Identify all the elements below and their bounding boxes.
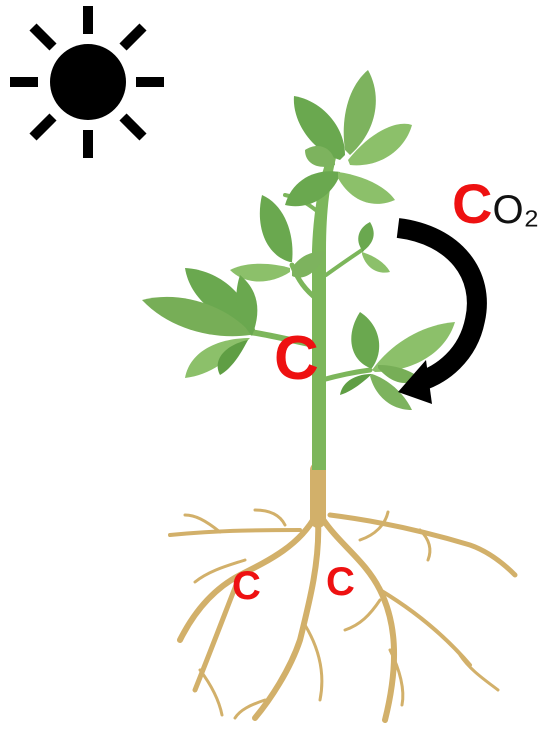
root-carbon-label-right: C [326,562,355,602]
co2-carbon-symbol: C [452,172,492,235]
stem-carbon-label: C [274,328,319,390]
sun-icon [10,6,164,158]
co2-oxygen-part: O₂ [492,188,539,232]
root-carbon-label-left: C [232,566,261,606]
co2-label: CO₂ [452,176,539,232]
